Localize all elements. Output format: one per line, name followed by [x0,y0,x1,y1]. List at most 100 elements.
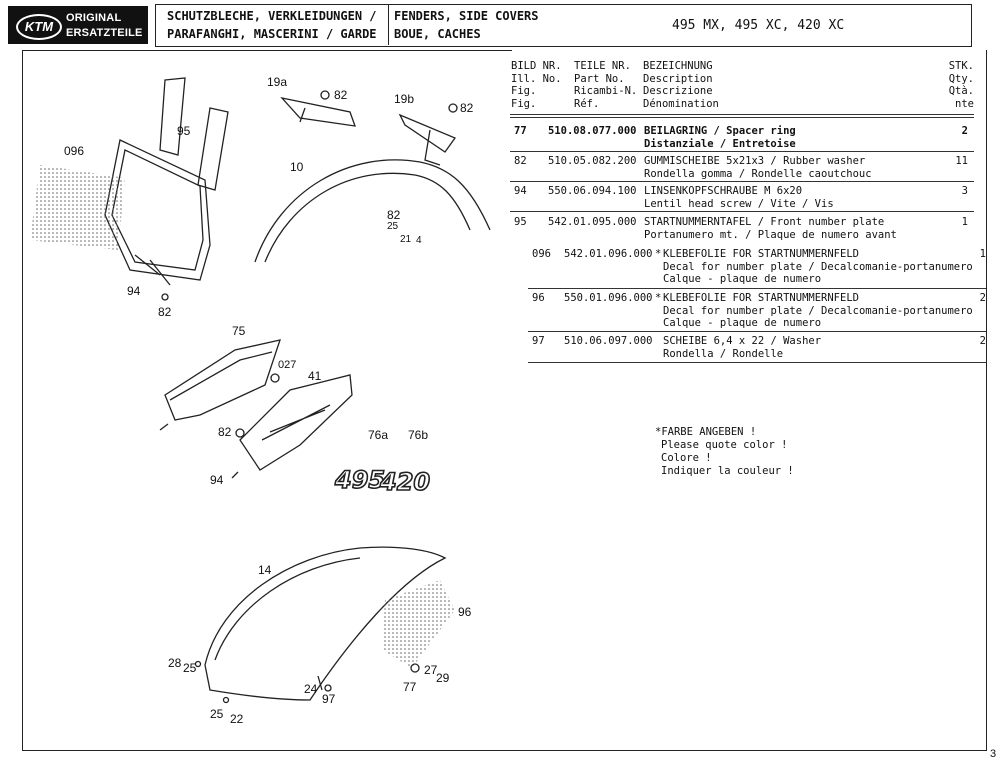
row-quantity: 2 [961,125,968,137]
row-fig-number: 82 [514,155,527,167]
callout-21: 21 [400,234,412,245]
row-description: BEILAGRING / Spacer ring [644,125,796,137]
row-part-number: 542.01.096.000 [564,248,653,260]
row-description-2: Distanziale / Entretoise [644,137,796,150]
row-description-2: Decal for number plate / Decalcomanie-po… [663,304,973,317]
col-header-qty-fr: nte [955,97,974,110]
note-line-fr: Indiquer la couleur ! [661,465,794,477]
row-fig-number: 95 [514,216,527,228]
title-german: SCHUTZBLECHE, VERKLEIDUNGEN / [167,9,377,23]
decal-495-text: 495 [334,466,385,494]
row-fig-number: 77 [514,125,527,137]
callout-96: 96 [458,605,472,619]
callout-27: 27 [424,663,438,677]
note-line-de: *FARBE ANGEBEN ! [655,426,757,438]
row-description: LINSENKOPFSCHRAUBE M 6x20 [644,185,803,197]
row-quantity: 2 [979,292,986,304]
col-header-part: TEILE NR. Part No. Ricambi-N. Réf. [574,60,637,110]
row-divider [528,362,986,363]
callout-19a: 19a [267,75,288,89]
callout-82: 82 [387,208,401,222]
table-row: 096 542.01.096.000 * KLEBEFOLIE FOR STAR… [532,248,986,288]
callout-82: 82 [334,88,348,102]
callout-94: 94 [127,284,141,298]
callout-25: 25 [387,221,399,232]
frame-bottom [22,750,987,751]
callout-95: 95 [177,124,191,138]
callout-76b: 76b [408,428,429,442]
note-line-en: Please quote color ! [661,439,788,451]
row-divider [510,211,974,212]
callout-77: 77 [403,680,417,694]
rear-fender-drawing [254,159,491,263]
col-header-qty-de: STK. [948,60,974,72]
note-line-it: Colore ! [661,452,712,464]
table-divider [510,117,974,118]
ktm-logo-mark: KTM [16,14,62,40]
frame-right [986,50,987,750]
row-part-number: 510.06.097.000 [564,335,653,347]
header-divider [388,4,389,45]
title-french: BOUE, CACHES [394,27,481,41]
row-part-number: 550.01.096.000 [564,292,653,304]
callout-76a: 76a [368,428,389,442]
col-header-desc-en: Description [643,72,713,85]
callout-096: 096 [64,144,85,158]
row-description: KLEBEFOLIE FOR STARTNUMMERNFELD [663,292,859,304]
callout-14: 14 [258,563,272,577]
page-number: 3 [990,748,997,760]
row-part-number: 510.05.082.200 [548,155,637,167]
row-divider [510,181,974,182]
callout-82: 82 [158,305,172,319]
col-header-desc: BEZEICHNUNG Description Descrizione Déno… [643,60,719,110]
callout-82: 82 [460,101,474,115]
frame-top [22,50,512,51]
col-header-part-en: Part No. [574,72,625,85]
col-header-part-de: TEILE NR. [574,60,631,72]
row-description: KLEBEFOLIE FOR STARTNUMMERNFELD [663,248,859,260]
callout-94: 94 [210,473,224,487]
col-header-desc-fr: Dénomination [643,97,719,110]
row-fig-number: 97 [532,335,545,347]
callout-4: 4 [416,235,422,246]
row-part-number: 510.08.077.000 [548,125,637,137]
col-header-part-fr: Réf. [574,97,600,110]
bracket-19a-drawing [280,96,356,127]
row-quantity: 1 [979,248,986,260]
row-fig-number: 94 [514,185,527,197]
row-description: STARTNUMMERNTAFEL / Front number plate [644,216,885,228]
ktm-logo: KTM ORIGINAL ERSATZTEILE [8,6,148,44]
callout-97: 97 [322,692,336,706]
callout-19b: 19b [394,92,415,106]
header-box [155,4,972,47]
callout-027: 027 [278,359,297,371]
row-part-number: 542.01.095.000 [548,216,637,228]
bike-number-decals: 495 420 [333,465,431,497]
col-header-fig-fr: Fig. [511,97,537,110]
title-italian: PARAFANGHI, MASCERINI / GARDE [167,27,377,41]
side-cover-75-drawing [164,339,281,421]
col-header-fig-it: Fig. [511,85,537,97]
row-color-star: * [655,292,662,304]
row-description-2: Decal for number plate / Decalcomanie-po… [663,260,973,273]
row-description-2: Rondella gomma / Rondelle caoutchouc [644,167,872,180]
col-header-part-it: Ricambi-N. [574,85,638,97]
row-color-star: * [655,248,662,260]
table-row: 97 510.06.097.000 SCHEIBE 6,4 x 22 / Was… [532,335,986,363]
row-description-3: Calque - plaque de numero [663,317,822,329]
table-row: 82 510.05.082.200 GUMMISCHEIBE 5x21x3 / … [514,155,968,181]
col-header-qty: STK. Qty. Qtà. nte [946,60,974,110]
row-description-3: Calque - plaque de numero [663,273,822,285]
row-divider [510,151,974,152]
callout-10: 10 [290,160,304,174]
frame-left [22,50,23,750]
table-row: 96 550.01.096.000 * KLEBEFOLIE FOR START… [532,292,986,332]
row-quantity: 3 [961,185,968,197]
col-header-qty-it: Qtà. [948,85,974,97]
table-row: 94 550.06.094.100 LINSENKOPFSCHRAUBE M 6… [514,185,968,211]
callout-41: 41 [308,369,322,383]
row-quantity: 11 [955,155,968,167]
row-description: GUMMISCHEIBE 5x21x3 / Rubber washer [644,155,866,167]
table-row: 95 542.01.095.000 STARTNUMMERNTAFEL / Fr… [514,216,968,242]
